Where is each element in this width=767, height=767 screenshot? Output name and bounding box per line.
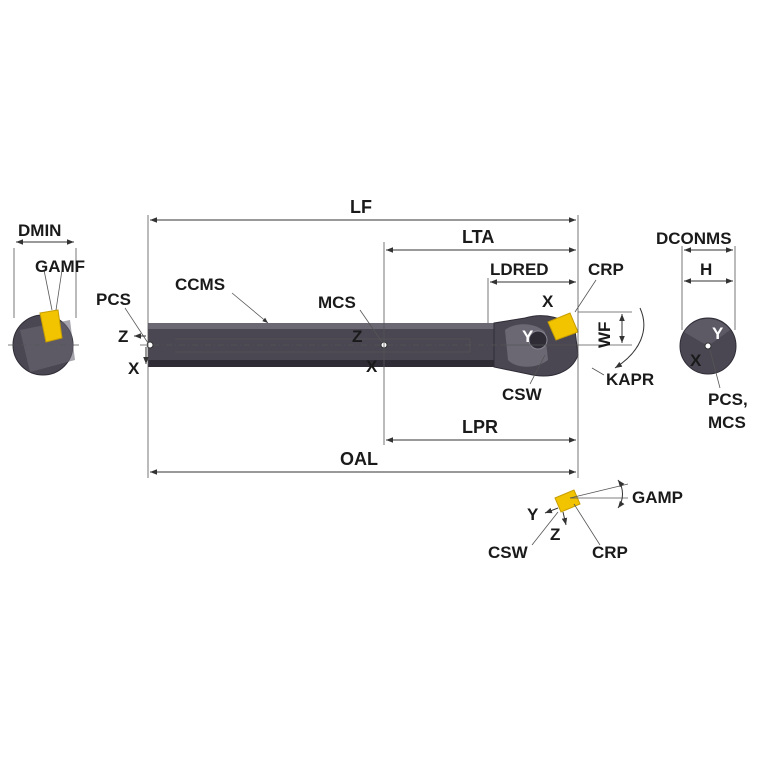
extension-lines bbox=[147, 215, 579, 478]
dimension-lines: LF LTA LDRED LPR OAL WF bbox=[150, 197, 645, 475]
kapr-leader bbox=[591, 367, 605, 376]
wf-label: WF bbox=[595, 322, 614, 348]
pcs-label: PCS bbox=[96, 290, 131, 309]
dmin-label: DMIN bbox=[18, 221, 61, 240]
lf-label: LF bbox=[350, 197, 372, 217]
mcs-label: MCS bbox=[318, 293, 356, 312]
csw-bottom-leader bbox=[531, 511, 559, 546]
oal-label: OAL bbox=[340, 449, 378, 469]
ccms-leader bbox=[231, 292, 269, 324]
lpr-label: LPR bbox=[462, 417, 498, 437]
front-view-left: DMIN GAMF bbox=[8, 221, 85, 376]
front-view-insert bbox=[39, 309, 63, 343]
insert-detail: GAMP Y Z CSW CRP bbox=[488, 479, 683, 562]
z-insert-arrow bbox=[561, 511, 568, 526]
z-insert-label: Z bbox=[550, 525, 560, 544]
gamp-line-1 bbox=[569, 483, 629, 499]
main-labels: PCS CCMS MCS Z X Z X X Y CRP CSW KAPR bbox=[96, 260, 654, 404]
shank-shadow bbox=[148, 360, 494, 367]
insert-detail-shape bbox=[554, 489, 581, 513]
kapr-label: KAPR bbox=[606, 370, 654, 389]
crp-top-label: CRP bbox=[588, 260, 624, 279]
y-head-label: Y bbox=[522, 327, 534, 346]
shank-highlight bbox=[148, 323, 494, 329]
pcs-mcs-label-2: MCS bbox=[708, 413, 746, 432]
y-insert-label: Y bbox=[527, 505, 539, 524]
pcs-point bbox=[146, 341, 154, 349]
x-end-label: X bbox=[690, 351, 702, 370]
gamp-label: GAMP bbox=[632, 488, 683, 507]
gamf-label: GAMF bbox=[35, 257, 85, 276]
z-mid-label: Z bbox=[352, 327, 362, 346]
end-view-highlight bbox=[684, 318, 730, 346]
ccms-label: CCMS bbox=[175, 275, 225, 294]
lta-label: LTA bbox=[462, 227, 494, 247]
x-left-label: X bbox=[128, 359, 140, 378]
head-screw bbox=[528, 330, 548, 350]
pcs-mcs-label-1: PCS, bbox=[708, 390, 748, 409]
csw-bottom-label: CSW bbox=[488, 543, 529, 562]
ldred-label: LDRED bbox=[490, 260, 549, 279]
pcs-mcs-leader bbox=[709, 349, 721, 389]
y-end-label: Y bbox=[712, 324, 724, 343]
crp-bottom-label: CRP bbox=[592, 543, 628, 562]
x-head-label: X bbox=[542, 292, 554, 311]
pcs-leader bbox=[124, 307, 149, 344]
end-view-center bbox=[704, 342, 712, 350]
y-insert-arrow bbox=[544, 507, 559, 514]
main-bar bbox=[140, 312, 579, 377]
mcs-leader bbox=[359, 309, 383, 343]
h-label: H bbox=[700, 260, 712, 279]
z-left-label: Z bbox=[118, 327, 128, 346]
crp-bottom-leader bbox=[573, 503, 601, 546]
crp-top-leader bbox=[574, 279, 597, 313]
gamf-ext-1 bbox=[43, 269, 53, 311]
dconms-label: DCONMS bbox=[656, 229, 732, 248]
gamf-ext-2 bbox=[55, 269, 63, 311]
kapr-arc bbox=[614, 307, 645, 369]
end-view-right: DCONMS H Y X PCS, MCS bbox=[656, 229, 748, 432]
csw-top-leader bbox=[529, 354, 546, 385]
x-mid-label: X bbox=[366, 357, 378, 376]
csw-top-label: CSW bbox=[502, 385, 543, 404]
gamp-arc bbox=[617, 479, 625, 509]
